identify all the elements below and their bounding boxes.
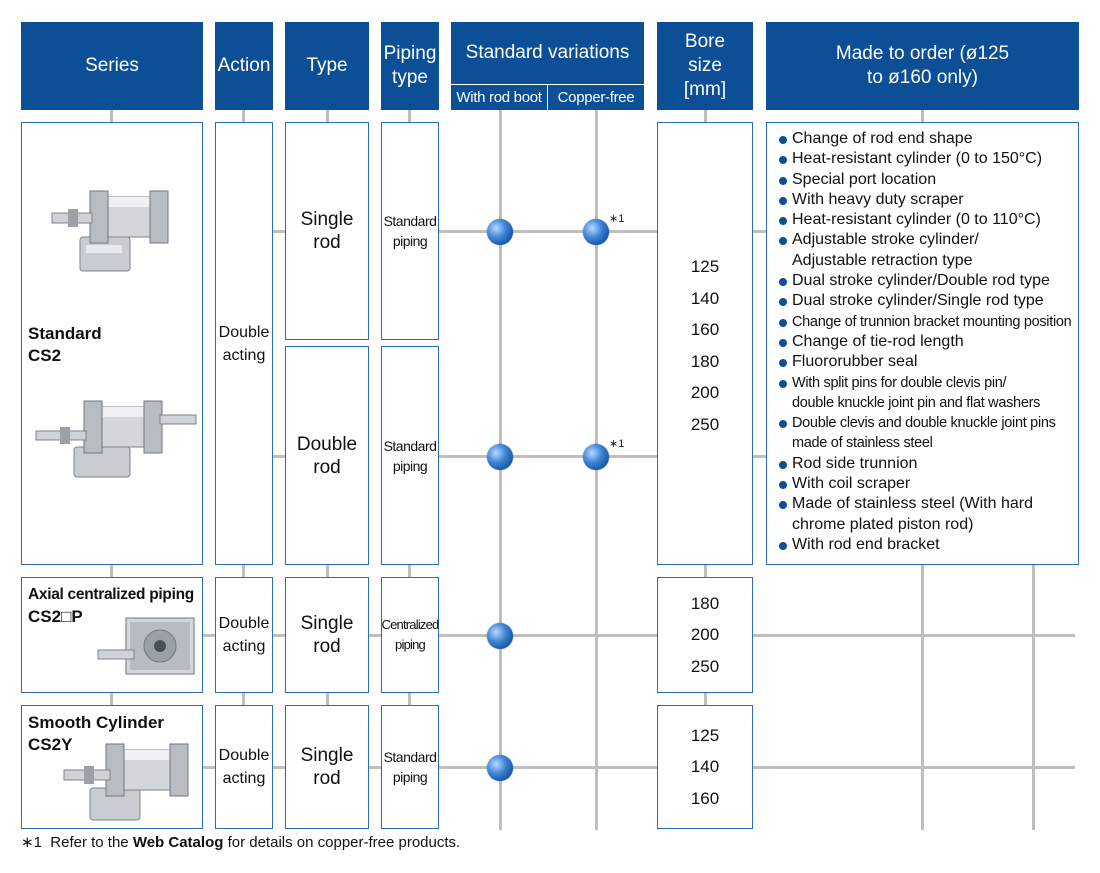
mto-item: Fluororubber seal [779,352,1078,372]
mto-item: With coil scraper [779,474,1078,494]
header-type: Type [285,22,369,110]
bore-size-cell-smooth: 125 140 160 [657,705,753,829]
made-to-order-list: Change of rod end shape Heat-resistant c… [767,123,1078,555]
type-cell-double-rod: Double rod [285,346,369,565]
header-piping-type: Piping type [381,22,439,110]
footnote-text-after: for details on copper-free products. [227,834,461,851]
footnote-text-before: Refer to the [50,834,129,851]
piping-cell-standard-double: Standard piping [381,346,439,565]
bore-size-cell-axial: 180 200 250 [657,577,753,693]
footnote-ref-1: ∗1 [609,438,625,450]
footnote-mark: ∗1 [21,834,42,851]
series-code: CS2 [28,346,62,365]
bore-size-value: 180 [690,593,720,613]
mto-item: With heavy duty scraper [779,190,1078,210]
mto-item: Change of trunnion bracket mounting posi… [779,312,1078,332]
action-cell-axial: Double acting [215,577,273,693]
type-cell-single-rod: Single rod [285,122,369,340]
series-axial-label: Axial centralized piping CS2□P [28,584,194,628]
web-catalog-link[interactable]: Web Catalog [132,834,224,851]
series-smooth-label: Smooth Cylinder CS2Y [28,712,164,756]
series-code: CS2□P [28,607,83,626]
footnote-ref-1: ∗1 [609,213,625,225]
piping-cell-axial: Centralized piping [381,577,439,693]
header-bore-size: Bore size [mm] [657,22,753,110]
header-made-to-order: Made to order (ø125 to ø160 only) [766,22,1079,110]
copper-free-available-marker [583,219,609,245]
rod-boot-available-marker [487,219,513,245]
series-cell-standard: Standard CS2 [21,122,203,565]
mto-item: Adjustable stroke cylinder/ Adjustable r… [779,230,1002,271]
copper-free-available-marker [583,444,609,470]
type-cell-axial: Single rod [285,577,369,693]
mto-item: Dual stroke cylinder/Double rod type [779,271,1078,291]
mto-item: Heat-resistant cylinder (0 to 110°C) [779,210,1078,230]
series-name: Smooth Cylinder [28,713,165,732]
action-cell-smooth: Double acting [215,705,273,829]
mto-item: Double clevis and double knuckle joint p… [779,413,1072,454]
cylinder-smooth-image [63,743,189,821]
bore-size-value: 250 [690,656,720,676]
cylinder-axial-image [97,617,195,675]
action-cell-standard: Double acting [215,122,273,565]
series-standard-label: Standard CS2 [28,323,102,367]
mto-item: With rod end bracket [779,535,1078,555]
bore-size-value: 200 [690,383,720,402]
bore-size-value: 200 [690,625,720,645]
bore-size-value: 125 [690,257,720,276]
piping-cell-smooth: Standard piping [381,705,439,829]
bore-size-value: 140 [690,757,720,777]
mto-item: Heat-resistant cylinder (0 to 150°C) [779,149,1078,169]
bore-size-value: 125 [690,725,720,745]
bore-size-value: 160 [690,320,720,339]
footnote: ∗1 Refer to the Web Catalog for details … [21,833,460,851]
cylinder-single-rod-image [51,190,169,272]
mto-item: Change of tie-rod length [779,332,1078,352]
series-code: CS2Y [28,735,73,754]
header-action: Action [215,22,273,110]
cylinder-double-rod-image [35,400,197,478]
rod-boot-available-marker [487,444,513,470]
type-cell-smooth: Single rod [285,705,369,829]
bore-size-value: 140 [690,288,720,308]
series-cell-smooth: Smooth Cylinder CS2Y [21,705,203,829]
mto-item: Rod side trunnion [779,454,1078,474]
piping-cell-standard-single: Standard piping [381,122,439,340]
series-cell-axial: Axial centralized piping CS2□P [21,577,203,693]
rod-boot-available-marker [487,623,513,649]
subheader-copper-free: Copper-free [557,89,635,106]
mto-item: Made of stainless steel (With hard chrom… [779,494,1077,535]
bore-size-cell-standard: 125 140 160 180 200 250 [657,122,753,565]
mto-item: With split pins for double clevis pin/ d… [779,373,1047,414]
mto-item: Change of rod end shape [779,129,1078,149]
mto-item: Dual stroke cylinder/Single rod type [779,291,1078,311]
header-standard-variations: Standard variations With rod boot Copper… [451,22,644,111]
rod-boot-available-marker [487,755,513,781]
series-name: Standard [28,324,102,343]
made-to-order-list-box: Change of rod end shape Heat-resistant c… [766,122,1079,565]
series-name: Axial centralized piping [28,586,194,603]
standard-variations-title: Standard variations [465,42,630,63]
subheader-with-rod-boot: With rod boot [451,85,548,111]
bore-size-value: 160 [690,788,720,808]
bore-size-value: 250 [690,414,720,434]
mto-item: Special port location [779,170,1078,190]
header-series: Series [21,22,203,110]
bore-size-value: 180 [690,351,720,371]
